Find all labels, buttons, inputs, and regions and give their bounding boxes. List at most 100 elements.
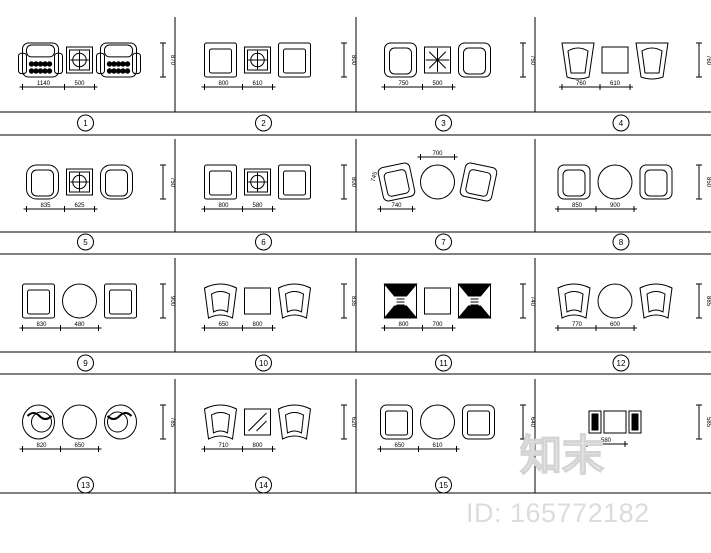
dimension-label: 1140 (37, 81, 51, 87)
chair-tufting (124, 61, 131, 67)
cell-number-badge (612, 114, 630, 132)
chair-symbol (100, 164, 133, 200)
chair-outline (26, 164, 59, 200)
dimension-line: 900 (160, 283, 175, 319)
dimension-label: 760 (576, 81, 587, 87)
chair-symbol (457, 283, 492, 319)
table-symbol (601, 46, 629, 74)
chair-tufting (28, 68, 35, 74)
chair-tufting (33, 61, 39, 67)
dimension-label: 500 (74, 81, 85, 87)
chair-outline (639, 164, 673, 200)
dimension-line: 700 (419, 322, 456, 331)
dimension-label: 800 (218, 81, 229, 87)
chair-symbol (380, 404, 413, 440)
dimension-line: 835 (341, 283, 356, 319)
dimension-line: 760 (696, 42, 711, 78)
cell-number: 4 (619, 119, 624, 128)
table-inlay (69, 49, 90, 71)
chair-symbol (277, 283, 312, 319)
chair-seat (467, 410, 490, 436)
cell-number-badge (77, 476, 94, 494)
chair-seat (284, 291, 305, 313)
square-table (601, 46, 629, 74)
round-table (420, 404, 455, 440)
round-table (62, 283, 97, 319)
chair-seat (210, 291, 231, 313)
dimension-line: 620 (341, 404, 356, 440)
watermark: 知末 ID: 165772182 (466, 430, 649, 528)
square-table (244, 287, 271, 315)
dimension-line: 870 (160, 42, 175, 78)
cell-number-badge (435, 233, 452, 251)
chair-symbol (561, 42, 595, 80)
table-inlay (247, 171, 268, 193)
table-symbol (424, 46, 451, 74)
dimension-line: 740 (377, 203, 416, 212)
chair-outline (377, 162, 416, 202)
table-star-ray (437, 59, 447, 69)
side-dimension-label: 835 (350, 296, 356, 307)
chair-seat (27, 289, 50, 315)
chair-symbol (588, 410, 602, 434)
table-star-ray (437, 51, 447, 61)
dimension-line: 700 (417, 151, 458, 160)
chair-back-hatch (383, 283, 418, 297)
chair-symbol (204, 164, 237, 200)
chair-outline (204, 42, 237, 78)
chair-symbol (628, 410, 642, 434)
dimension-label: 600 (610, 322, 621, 328)
dimension-label: 650 (394, 443, 405, 449)
chair-outline (104, 404, 137, 440)
chair-symbol (639, 283, 673, 319)
cell-number-badge (435, 476, 452, 494)
cell-number-badge (435, 114, 452, 132)
chair-seat (646, 291, 666, 313)
dimension-label: 800 (398, 322, 409, 328)
dimension-line: 800 (239, 322, 276, 331)
chair-outline (22, 404, 55, 440)
chair-tufting (111, 68, 117, 74)
chair-outline (561, 42, 595, 80)
chair-symbol (384, 42, 417, 78)
dimension-line: 610 (415, 443, 460, 452)
chair-arm (18, 52, 27, 75)
chair-outline (557, 283, 591, 319)
dimension-line: 800 (341, 164, 356, 200)
dimension-line: 850 (555, 203, 599, 212)
square-table (424, 287, 451, 315)
dimension-line: 610 (597, 81, 633, 90)
chair-symbol (383, 283, 418, 319)
chair-outline (458, 42, 491, 78)
dimension-line: 800 (201, 81, 246, 90)
chair-outline (459, 162, 498, 202)
table-symbol (597, 164, 633, 200)
dimension-line: 500 (419, 81, 456, 90)
chair-outline (278, 42, 311, 78)
cell-number: 10 (259, 359, 268, 368)
dimension-label: 580 (601, 438, 612, 444)
chair-front-hatch (383, 305, 418, 319)
dimension-line: 650 (377, 443, 422, 452)
side-dimension-label: 800 (350, 55, 356, 66)
dimension-line: 650 (57, 443, 102, 452)
cell-number: 5 (83, 238, 88, 247)
side-dimension-label: 620 (350, 417, 356, 428)
dimension-line: 885 (696, 283, 711, 319)
dimension-line: 750 (520, 42, 535, 78)
cell-number-badge (77, 354, 94, 372)
square-table (244, 46, 271, 74)
round-table (597, 283, 633, 319)
dimension-label: 580 (252, 203, 263, 209)
table-symbol (603, 410, 627, 434)
side-dimension-label: 885 (705, 296, 711, 307)
dimension-line: 800 (341, 42, 356, 78)
table-star-ray (428, 51, 438, 61)
chair-back (26, 44, 55, 58)
dimension-line: 750 (160, 164, 175, 200)
